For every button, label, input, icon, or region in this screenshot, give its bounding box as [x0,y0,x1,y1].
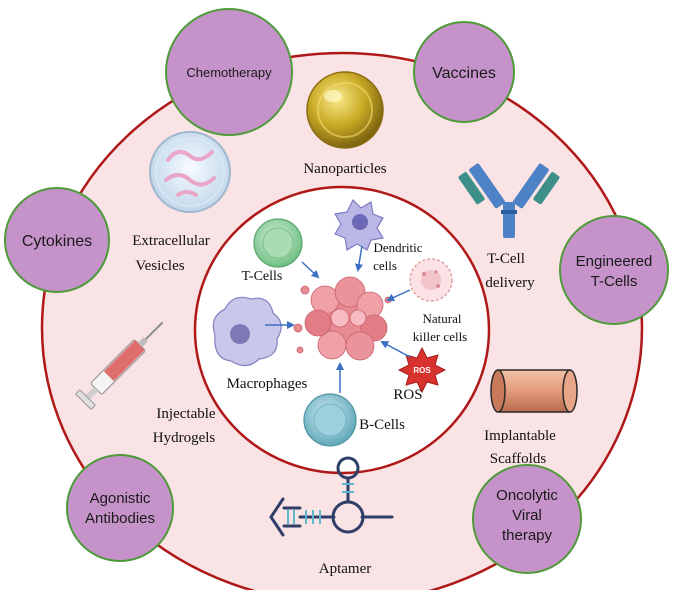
node-engineered-t-cells-label-2: T-Cells [591,273,638,290]
ros-burst-icon: ROS [397,346,447,394]
node-agonistic-antibodies-label-2: Antibodies [85,510,155,527]
node-cytokines-circle [4,187,110,293]
carrier-injectable-hydrogels-label-1: Injectable [156,406,215,422]
immune-macrophages-label: Macrophages [227,376,308,392]
node-oncolytic-viral-therapy-label-1: Oncolytic [496,487,558,504]
node-engineered-t-cells-circle [559,215,669,325]
carrier-aptamer-label: Aptamer [319,561,371,577]
tumor-mass [293,276,392,361]
carrier-implantable-scaffolds-label-2: Scaffolds [490,451,547,467]
dendritic-cell-icon [334,198,384,251]
nk-cell-icon [409,258,453,302]
immune-ros-label: ROS [393,387,422,403]
immune-natural-killer-cells-label-2: killer cells [413,329,468,344]
arrows [265,245,411,393]
nanoparticle-icon [306,71,384,149]
immune-dendritic-cells-label-1: Dendritic [373,240,422,255]
carrier-t-cell-delivery-label-1: T-Cell [487,251,525,267]
node-oncolytic-viral-therapy-label-3: therapy [502,527,553,544]
arrow-t-cells [301,261,320,279]
macrophage-icon [212,296,282,367]
immune-dendritic-cells-label-2: cells [373,258,397,273]
extracellular-vesicle-icon [149,131,231,213]
arrow-nk [386,289,411,302]
syringe-icon [75,321,164,410]
ros-badge-text: ROS [413,366,431,375]
node-engineered-t-cells[interactable]: Engineered T-Cells [559,215,669,325]
carrier-injectable-hydrogels-label-2: Hydrogels [153,430,216,446]
node-chemotherapy-label: Chemotherapy [186,65,272,80]
node-agonistic-antibodies-circle [66,454,174,562]
node-cytokines[interactable]: Cytokines [4,187,110,293]
node-oncolytic-viral-therapy[interactable]: Oncolytic Viral therapy [472,464,582,574]
node-agonistic-antibodies-label-1: Agonistic [90,490,151,507]
aptamer-icon [269,456,394,537]
carrier-nanoparticles-label: Nanoparticles [303,161,386,177]
carrier-implantable-scaffolds-label-1: Implantable [484,428,556,444]
aptamer-base-pairs [287,483,354,524]
b-cell-icon [303,393,357,447]
node-vaccines-label: Vaccines [432,65,496,82]
antibody-icon [458,163,560,238]
node-oncolytic-viral-therapy-circle [472,464,582,574]
node-vaccines-circle [413,21,515,123]
node-chemotherapy[interactable]: Chemotherapy [165,8,293,136]
carrier-t-cell-delivery-label-2: delivery [485,275,535,291]
t-cell-icon [253,218,303,268]
arrow-dendritic [355,245,363,272]
immune-b-cells-label: B-Cells [359,417,405,433]
scaffold-icon [490,369,578,413]
node-engineered-t-cells-label-1: Engineered [576,253,653,270]
carrier-extracellular-vesicles-label-1: Extracellular [132,233,209,249]
node-oncolytic-viral-therapy-label-2: Viral [512,507,542,524]
immune-t-cells-label: T-Cells [242,269,283,284]
node-cytokines-label: Cytokines [22,233,92,250]
node-vaccines[interactable]: Vaccines [413,21,515,123]
immune-natural-killer-cells-label-1: Natural [423,311,462,326]
node-chemotherapy-circle [165,8,293,136]
node-agonistic-antibodies[interactable]: Agonistic Antibodies [66,454,174,562]
carrier-extracellular-vesicles-label-2: Vesicles [135,258,184,274]
arrow-ros [380,341,411,358]
